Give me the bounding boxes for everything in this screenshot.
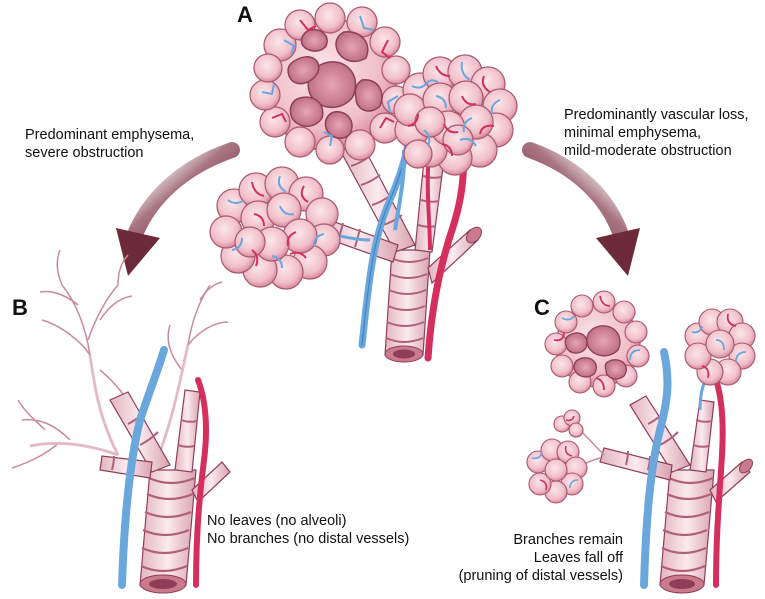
panel-c-heading-line-2: minimal emphysema,	[564, 125, 701, 141]
panel-c-caption: Branches remain Leaves fall off (pruning…	[459, 531, 623, 585]
arrow-to-c	[522, 142, 640, 276]
panel-b-caption: No leaves (no alveoli) No branches (no d…	[207, 512, 409, 548]
panel-b-pruned-tree	[11, 249, 231, 594]
panel-b-heading: Predominant emphysema, severe obstructio…	[25, 126, 194, 162]
panel-c-heading-line-3: mild-moderate obstruction	[564, 143, 732, 159]
panel-c-heading-line-1: Predominantly vascular loss,	[564, 107, 749, 123]
panel-a-alveolar-cluster-left	[209, 166, 341, 290]
panel-a-letter: A	[237, 2, 253, 27]
panel-b-heading-line-1: Predominant emphysema,	[25, 127, 195, 143]
panel-c-heading: Predominantly vascular loss, minimal emp…	[564, 106, 749, 160]
panel-a-airway-tree	[319, 111, 482, 363]
panel-b-caption-line-2: No branches (no distal vessels)	[207, 531, 410, 547]
panel-a-alveolar-cluster-right	[393, 54, 518, 176]
panel-a-emphysema-cluster	[249, 2, 411, 165]
panel-c-emphysema-cluster	[544, 290, 650, 398]
panel-b-caption-line-1: No leaves (no alveoli)	[207, 513, 347, 529]
panel-c-pruned-vessels-tree	[565, 348, 754, 594]
panel-c-alveolar-cluster-right	[684, 308, 756, 386]
arrow-to-b	[116, 142, 240, 276]
panel-c-alveolar-cluster-left	[526, 409, 588, 504]
panel-c-caption-line-1: Branches remain	[513, 532, 623, 548]
panel-c-caption-line-3: (pruning of distal vessels)	[458, 568, 623, 584]
panel-c-caption-line-2: Leaves fall off	[533, 550, 623, 566]
panel-b-letter: B	[12, 295, 28, 320]
panel-b-heading-line-2: severe obstruction	[25, 145, 144, 161]
panel-c-letter: C	[534, 295, 550, 320]
